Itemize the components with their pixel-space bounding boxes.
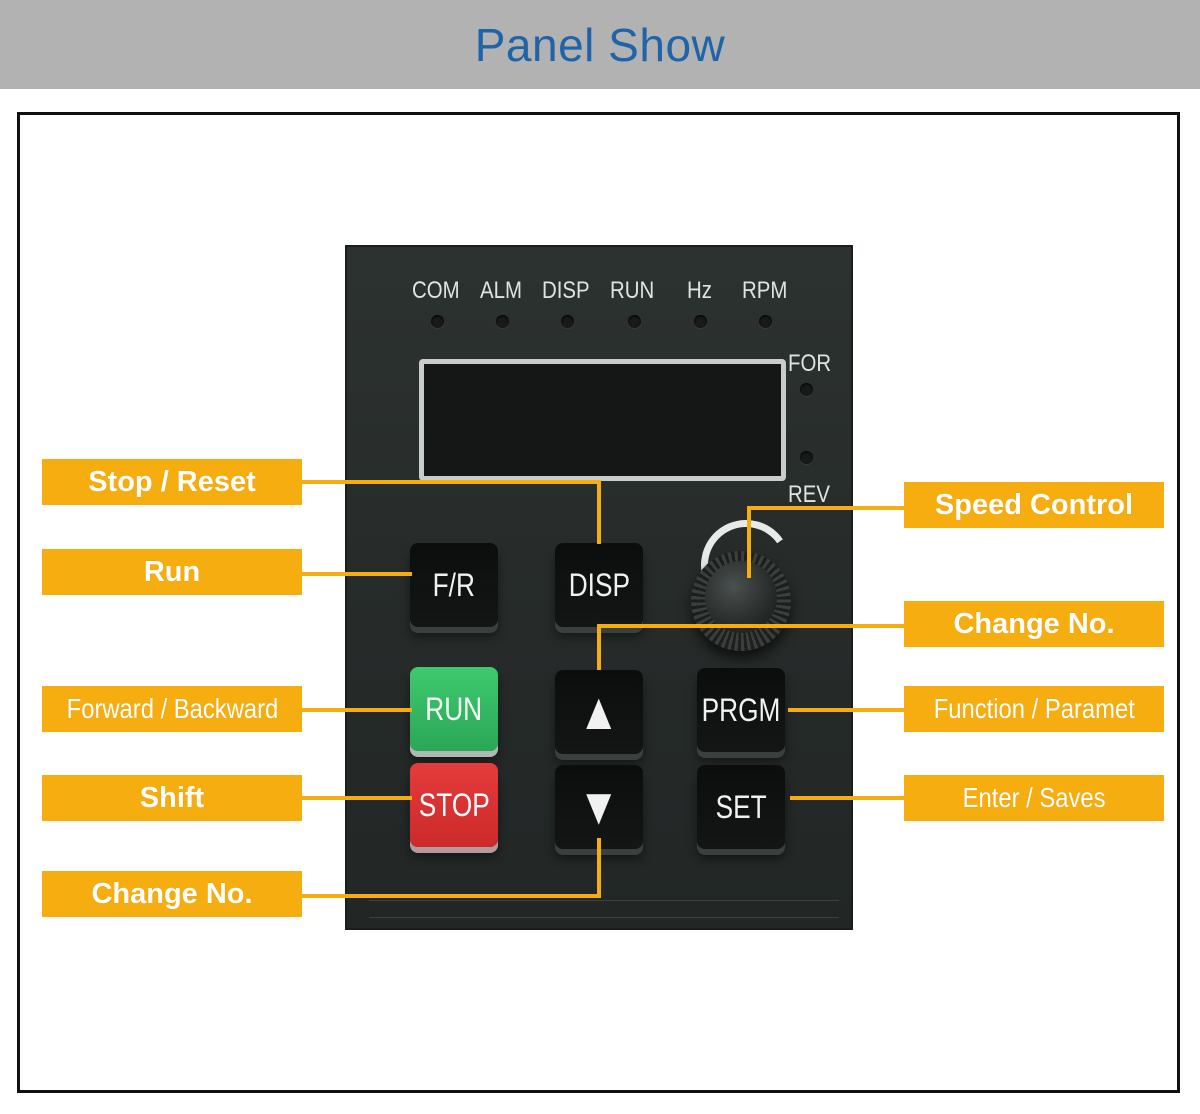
callout-enter-saves: Enter / Saves (904, 775, 1164, 821)
panel-bottom-edge (369, 900, 839, 918)
callout-stop-reset: Stop / Reset (42, 459, 302, 505)
leader-function (788, 708, 904, 712)
leader-change-no-right-v (597, 624, 601, 670)
speed-knob[interactable] (691, 551, 791, 651)
leader-speed-v (747, 506, 751, 578)
led-display (419, 359, 786, 481)
callout-speed-control: Speed Control (904, 482, 1164, 528)
callout-enter-saves-text: Enter / Saves (962, 782, 1106, 813)
callout-change-no-right: Change No. (904, 601, 1164, 647)
led-rpm (759, 315, 772, 328)
leader-stop-reset-h (302, 480, 600, 484)
led-disp (561, 315, 574, 328)
led-label-hz: Hz (687, 277, 712, 304)
led-label-rev: REV (788, 481, 830, 508)
stop-button[interactable]: STOP (410, 763, 498, 847)
led-run (628, 315, 641, 328)
leader-speed-h (749, 506, 904, 510)
led-label-rpm: RPM (742, 277, 788, 304)
prgm-button[interactable]: PRGM (697, 668, 785, 752)
down-arrow-icon: ▼ (577, 778, 621, 836)
led-for (800, 383, 813, 396)
run-button-label: RUN (425, 690, 483, 727)
disp-button-label: DISP (568, 566, 630, 603)
disp-button[interactable]: DISP (555, 543, 643, 627)
led-label-com: COM (412, 277, 460, 304)
leader-stop-reset-v (597, 480, 601, 544)
leader-run (302, 572, 412, 576)
set-button[interactable]: SET (697, 765, 785, 849)
callout-forward-backward-text: Forward / Backward (66, 693, 278, 724)
led-label-run: RUN (610, 277, 655, 304)
led-com (431, 315, 444, 328)
leader-change-no-left-h (302, 894, 601, 898)
callout-run: Run (42, 549, 302, 595)
fr-button[interactable]: F/R (410, 543, 498, 627)
header-bar: Panel Show (0, 0, 1200, 89)
stop-button-label: STOP (418, 786, 490, 823)
led-alm (496, 315, 509, 328)
prgm-button-label: PRGM (701, 691, 781, 728)
leader-change-no-left-v (597, 838, 601, 898)
callout-function-paramet: Function / Paramet (904, 686, 1164, 732)
led-label-for: FOR (788, 350, 832, 377)
led-label-disp: DISP (542, 277, 590, 304)
run-button[interactable]: RUN (410, 667, 498, 751)
callout-change-no-left: Change No. (42, 871, 302, 917)
callout-function-paramet-text: Function / Paramet (933, 693, 1135, 724)
led-rev (800, 451, 813, 464)
led-label-alm: ALM (480, 277, 522, 304)
down-button[interactable]: ▼ (555, 765, 643, 849)
page-title: Panel Show (474, 18, 726, 71)
fr-button-label: F/R (432, 566, 476, 603)
callout-shift: Shift (42, 775, 302, 821)
leader-shift (302, 796, 412, 800)
leader-forward-backward (302, 708, 412, 712)
leader-change-no-right-h (597, 624, 904, 628)
leader-enter (790, 796, 904, 800)
callout-forward-backward: Forward / Backward (42, 686, 302, 732)
knob-cap (705, 561, 777, 633)
set-button-label: SET (715, 788, 767, 825)
led-hz (694, 315, 707, 328)
up-arrow-icon: ▲ (577, 683, 621, 741)
up-button[interactable]: ▲ (555, 670, 643, 754)
control-panel: COM ALM DISP RUN Hz RPM FOR REV F/R DISP… (345, 245, 853, 930)
diagram-frame (17, 112, 1180, 1093)
